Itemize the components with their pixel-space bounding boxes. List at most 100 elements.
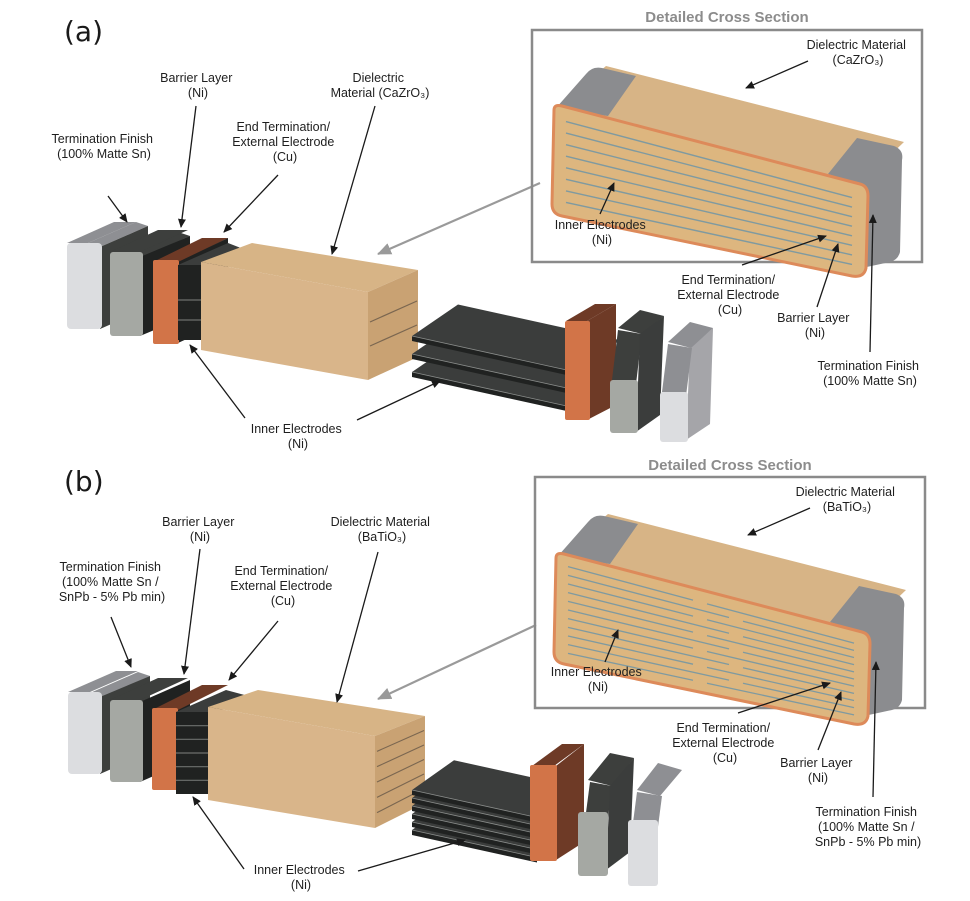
xs-inner-electrode-line [706, 650, 855, 687]
label-termination-finish: Termination Finish (100% Matte Sn / SnPb… [59, 560, 165, 604]
electrode-plate-highlight [411, 797, 538, 826]
electrode-plate-highlight [411, 821, 538, 850]
electrode-plate-edge [412, 372, 574, 413]
cross-section-capacitor [550, 66, 904, 278]
dielectric-layer-line [376, 729, 425, 752]
xs-inner-electrode-line [742, 651, 855, 680]
xs-top-face [558, 66, 904, 184]
xs-inner-electrode-line [567, 652, 694, 681]
electrode-plate-edge [412, 790, 537, 823]
panel-a: (a) [52, 9, 924, 451]
xs-inner-electrode-line [706, 634, 855, 673]
label-end-termination: End Termination/ External Electrode (Cu) [230, 564, 336, 608]
xs-label-inner-electrodes: Inner Electrodes (Ni) [551, 665, 646, 694]
dielectric-layer-line [376, 744, 425, 768]
xs-inner-electrode-line [567, 583, 694, 617]
xs-inner-electrode-line [565, 132, 853, 208]
xs-inner-electrode-line [567, 618, 694, 649]
xs-label-barrier-layer: Barrier Layer (Ni) [780, 756, 856, 785]
cross-section-a: Detailed Cross Section Dielectric Materi… [530, 9, 924, 388]
leader-lines-a [107, 105, 541, 421]
electrode-plate-edge [412, 336, 574, 377]
xs-label-barrier-layer: Barrier Layer (Ni) [777, 311, 853, 340]
xs-end-cap-left [558, 515, 638, 564]
xs-inner-electrode-line [742, 667, 855, 694]
xs-label-termination-finish: Termination Finish (100% Matte Sn / SnPb… [815, 805, 921, 849]
xs-inner-electrode-line [567, 626, 730, 666]
label-dielectric-material: Dielectric Material (CaZrO₃) [331, 71, 430, 100]
panel-b: (b) [59, 457, 927, 892]
electrode-plate-edge [412, 830, 537, 863]
label-inner-electrodes: Inner Electrodes (Ni) [251, 422, 346, 451]
xs-inner-electrode-line [706, 666, 855, 702]
inner-electrodes-left [176, 690, 252, 794]
xs-label-inner-electrodes: Inner Electrodes (Ni) [555, 218, 650, 247]
xs-end-cap-left [556, 67, 636, 116]
xs-label-termination-finish: Termination Finish (100% Matte Sn) [818, 359, 923, 388]
label-barrier-layer: Barrier Layer (Ni) [160, 71, 236, 100]
xs-inner-electrode-line [565, 201, 853, 266]
cross-section-capacitor [552, 514, 906, 726]
xs-inner-electrode-line [567, 574, 730, 619]
barrier-layer-block-right [578, 753, 634, 876]
electrode-plate-highlight [411, 353, 575, 391]
electrode-plate-highlight [411, 335, 575, 373]
xs-inner-electrode-line [567, 566, 694, 601]
dielectric-layer-line [376, 759, 425, 783]
electrode-top [176, 690, 252, 719]
electrode-plate-highlight [411, 805, 538, 834]
xs-top-face [560, 514, 906, 632]
xs-label-end-termination: End Termination/ External Electrode (Cu) [677, 273, 783, 317]
xs-inner-electrode-line [565, 143, 853, 218]
xs-front-face [552, 552, 872, 726]
termination-finish-block-right [660, 322, 713, 442]
electrode-plate-edge [412, 814, 537, 847]
cross-section-b: Detailed Cross Section Dielectric Materi… [533, 457, 927, 849]
termination-finish-block-right [628, 763, 682, 886]
xs-label-dielectric: Dielectric Material (BaTiO₃) [796, 485, 899, 514]
end-termination-block-right [530, 744, 584, 861]
xs-inner-electrode-line [742, 620, 855, 651]
dielectric-block [201, 243, 418, 380]
cross-section-frame [530, 28, 924, 264]
end-termination-block-left [152, 685, 228, 790]
xs-inner-electrode-line [567, 635, 694, 665]
xs-inner-electrode-line [567, 592, 730, 634]
xs-inner-electrode-line [567, 609, 730, 650]
cross-section-title: Detailed Cross Section [648, 457, 811, 474]
xs-inner-electrode-line [567, 600, 694, 633]
electrode-plate-highlight [411, 813, 538, 842]
xs-inner-electrode-line [742, 682, 855, 709]
xs-inner-electrode-line [742, 636, 855, 666]
end-termination-block-right [565, 304, 616, 420]
electrode-plate-edge [412, 806, 537, 839]
xs-label-dielectric: Dielectric Material (CaZrO₃) [807, 38, 910, 67]
xs-inner-electrode-line [565, 155, 853, 227]
cross-section-frame [533, 475, 927, 710]
electrode-plate-edge [412, 822, 537, 855]
xs-inner-electrode-line [565, 120, 853, 199]
label-inner-electrodes: Inner Electrodes (Ni) [254, 863, 349, 892]
xs-label-end-termination: End Termination/ External Electrode (Cu) [672, 721, 778, 765]
xs-inner-electrode-line [565, 190, 853, 256]
exploded-view [67, 222, 713, 442]
cross-section-title: Detailed Cross Section [645, 9, 808, 26]
exploded-view [68, 671, 682, 886]
electrode-plate-highlight [411, 789, 538, 818]
label-dielectric-material: Dielectric Material (BaTiO₃) [331, 515, 434, 544]
electrode-plate-edge [412, 798, 537, 831]
dielectric-layer-line [376, 773, 425, 798]
leader-lines-b [110, 548, 537, 872]
xs-inner-electrode-line [706, 603, 855, 644]
label-barrier-layer: Barrier Layer (Ni) [162, 515, 238, 544]
label-termination-finish: Termination Finish (100% Matte Sn) [52, 132, 157, 161]
electrode-plate-highlight [411, 829, 538, 858]
electrode-plate-highlight [411, 371, 575, 409]
panel-letter: (b) [64, 465, 104, 498]
inner-electrodes-left [178, 243, 246, 340]
xs-inner-electrode-line [706, 619, 855, 659]
electrode-plate-edge [412, 354, 574, 395]
xs-inner-electrode-line [567, 644, 730, 681]
barrier-layer-block-right [610, 310, 664, 433]
